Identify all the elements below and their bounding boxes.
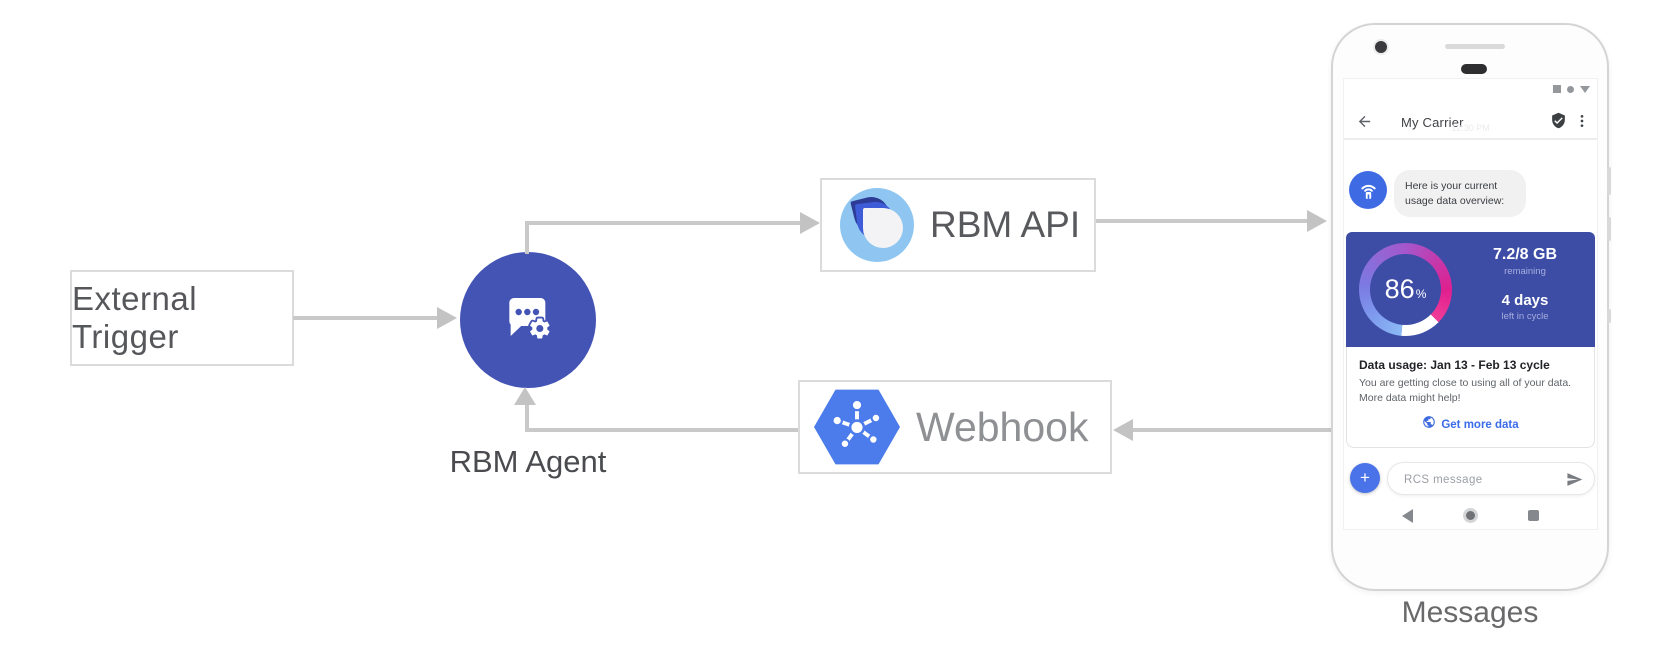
rbm-agent-label: RBM Agent (449, 444, 607, 479)
messages-caption: Messages (1401, 596, 1539, 629)
status-circle-icon (1567, 85, 1574, 93)
nav-home-icon[interactable] (1466, 511, 1475, 520)
usage-stats: 7.2/8 GB remaining 4 days left in cycle (1460, 246, 1590, 322)
message-composer: + (1350, 462, 1595, 495)
rbm-agent-node (460, 252, 596, 388)
webhook-hexagon-icon (814, 389, 900, 465)
overflow-menu-icon[interactable] (1574, 113, 1590, 134)
faint-timestamp: 12:30 PM (1451, 123, 1490, 133)
arrow-webhook-to-agent-vertical (525, 404, 529, 432)
phone-screen: My Carrier 12:30 PM (1344, 79, 1597, 529)
phone-mockup: My Carrier 12:30 PM (1331, 23, 1611, 591)
usage-donut-gauge: 86 % (1359, 243, 1452, 336)
get-more-data-label: Get more data (1441, 418, 1519, 431)
arrow-webhook-to-agent-head (514, 387, 536, 405)
chat-bubble-gear-icon (496, 286, 560, 355)
android-navbar (1344, 508, 1597, 523)
usage-card-title: Data usage: Jan 13 - Feb 13 cycle (1359, 358, 1550, 372)
usage-gauge-panel: 86 % 7.2/8 GB remaining 4 days left in c… (1346, 232, 1595, 347)
verified-badge-icon[interactable] (1550, 112, 1567, 134)
speaker-grille (1445, 44, 1505, 49)
arrow-webhook-to-agent-line (525, 428, 798, 432)
external-trigger-box: External Trigger (70, 270, 294, 366)
usage-rich-card: 86 % 7.2/8 GB remaining 4 days left in c… (1346, 232, 1595, 449)
usage-info-section: Data usage: Jan 13 - Feb 13 cycle You ar… (1346, 347, 1595, 449)
remaining-label: remaining (1504, 266, 1546, 277)
status-triangle-down-icon (1580, 85, 1590, 93)
usage-card-body: You are getting close to using all of yo… (1359, 377, 1572, 405)
send-icon[interactable] (1566, 471, 1583, 493)
rbm-api-logo-icon (840, 188, 914, 262)
phone-power-button (1607, 167, 1611, 195)
attach-plus-button[interactable]: + (1350, 463, 1380, 493)
arrow-phone-to-webhook-head (1113, 419, 1133, 441)
status-bar (1553, 85, 1590, 93)
days-label: left in cycle (1501, 311, 1549, 322)
nav-back-icon[interactable] (1402, 508, 1413, 523)
phone-side-button (1607, 309, 1611, 323)
rcs-message-input[interactable] (1402, 464, 1556, 495)
header-divider (1344, 138, 1597, 140)
usage-percent: 86 (1384, 274, 1415, 304)
arrow-phone-to-webhook-line (1133, 428, 1331, 432)
arrow-trigger-to-agent-line (293, 316, 437, 320)
webhook-label: Webhook (916, 403, 1089, 450)
front-camera (1375, 41, 1387, 53)
arrow-api-to-phone-head (1307, 210, 1327, 232)
usage-percent-unit: % (1415, 287, 1427, 301)
phone-volume-button (1607, 217, 1611, 241)
rbm-api-box: RBM API (820, 178, 1096, 272)
arrow-agent-to-api-line (525, 221, 802, 225)
external-trigger-label: External Trigger (72, 280, 198, 355)
carrier-avatar-wifi-icon (1349, 171, 1387, 210)
nav-recents-icon[interactable] (1528, 510, 1539, 521)
back-arrow-icon[interactable] (1356, 113, 1373, 135)
rbm-api-label: RBM API (930, 204, 1081, 245)
arrow-agent-to-api-vertical (525, 223, 529, 254)
agent-message-row: Here is your current usage data overview… (1349, 170, 1526, 218)
webhook-box: Webhook (798, 380, 1112, 474)
globe-icon (1422, 415, 1436, 434)
get-more-data-button[interactable]: Get more data (1359, 415, 1582, 434)
arrow-trigger-to-agent-head (437, 307, 457, 329)
arrow-api-to-phone-line (1096, 219, 1309, 223)
conversation-title: My Carrier (1401, 115, 1464, 130)
status-square-icon (1553, 85, 1561, 93)
message-input-pill (1387, 462, 1595, 495)
agent-message-bubble: Here is your current usage data overview… (1394, 170, 1526, 218)
remaining-value: 7.2/8 GB (1492, 246, 1558, 263)
conversation-header: My Carrier (1344, 112, 1597, 134)
earpiece (1461, 64, 1487, 74)
days-value: 4 days (1501, 292, 1549, 309)
arrow-agent-to-api-head (800, 212, 820, 234)
